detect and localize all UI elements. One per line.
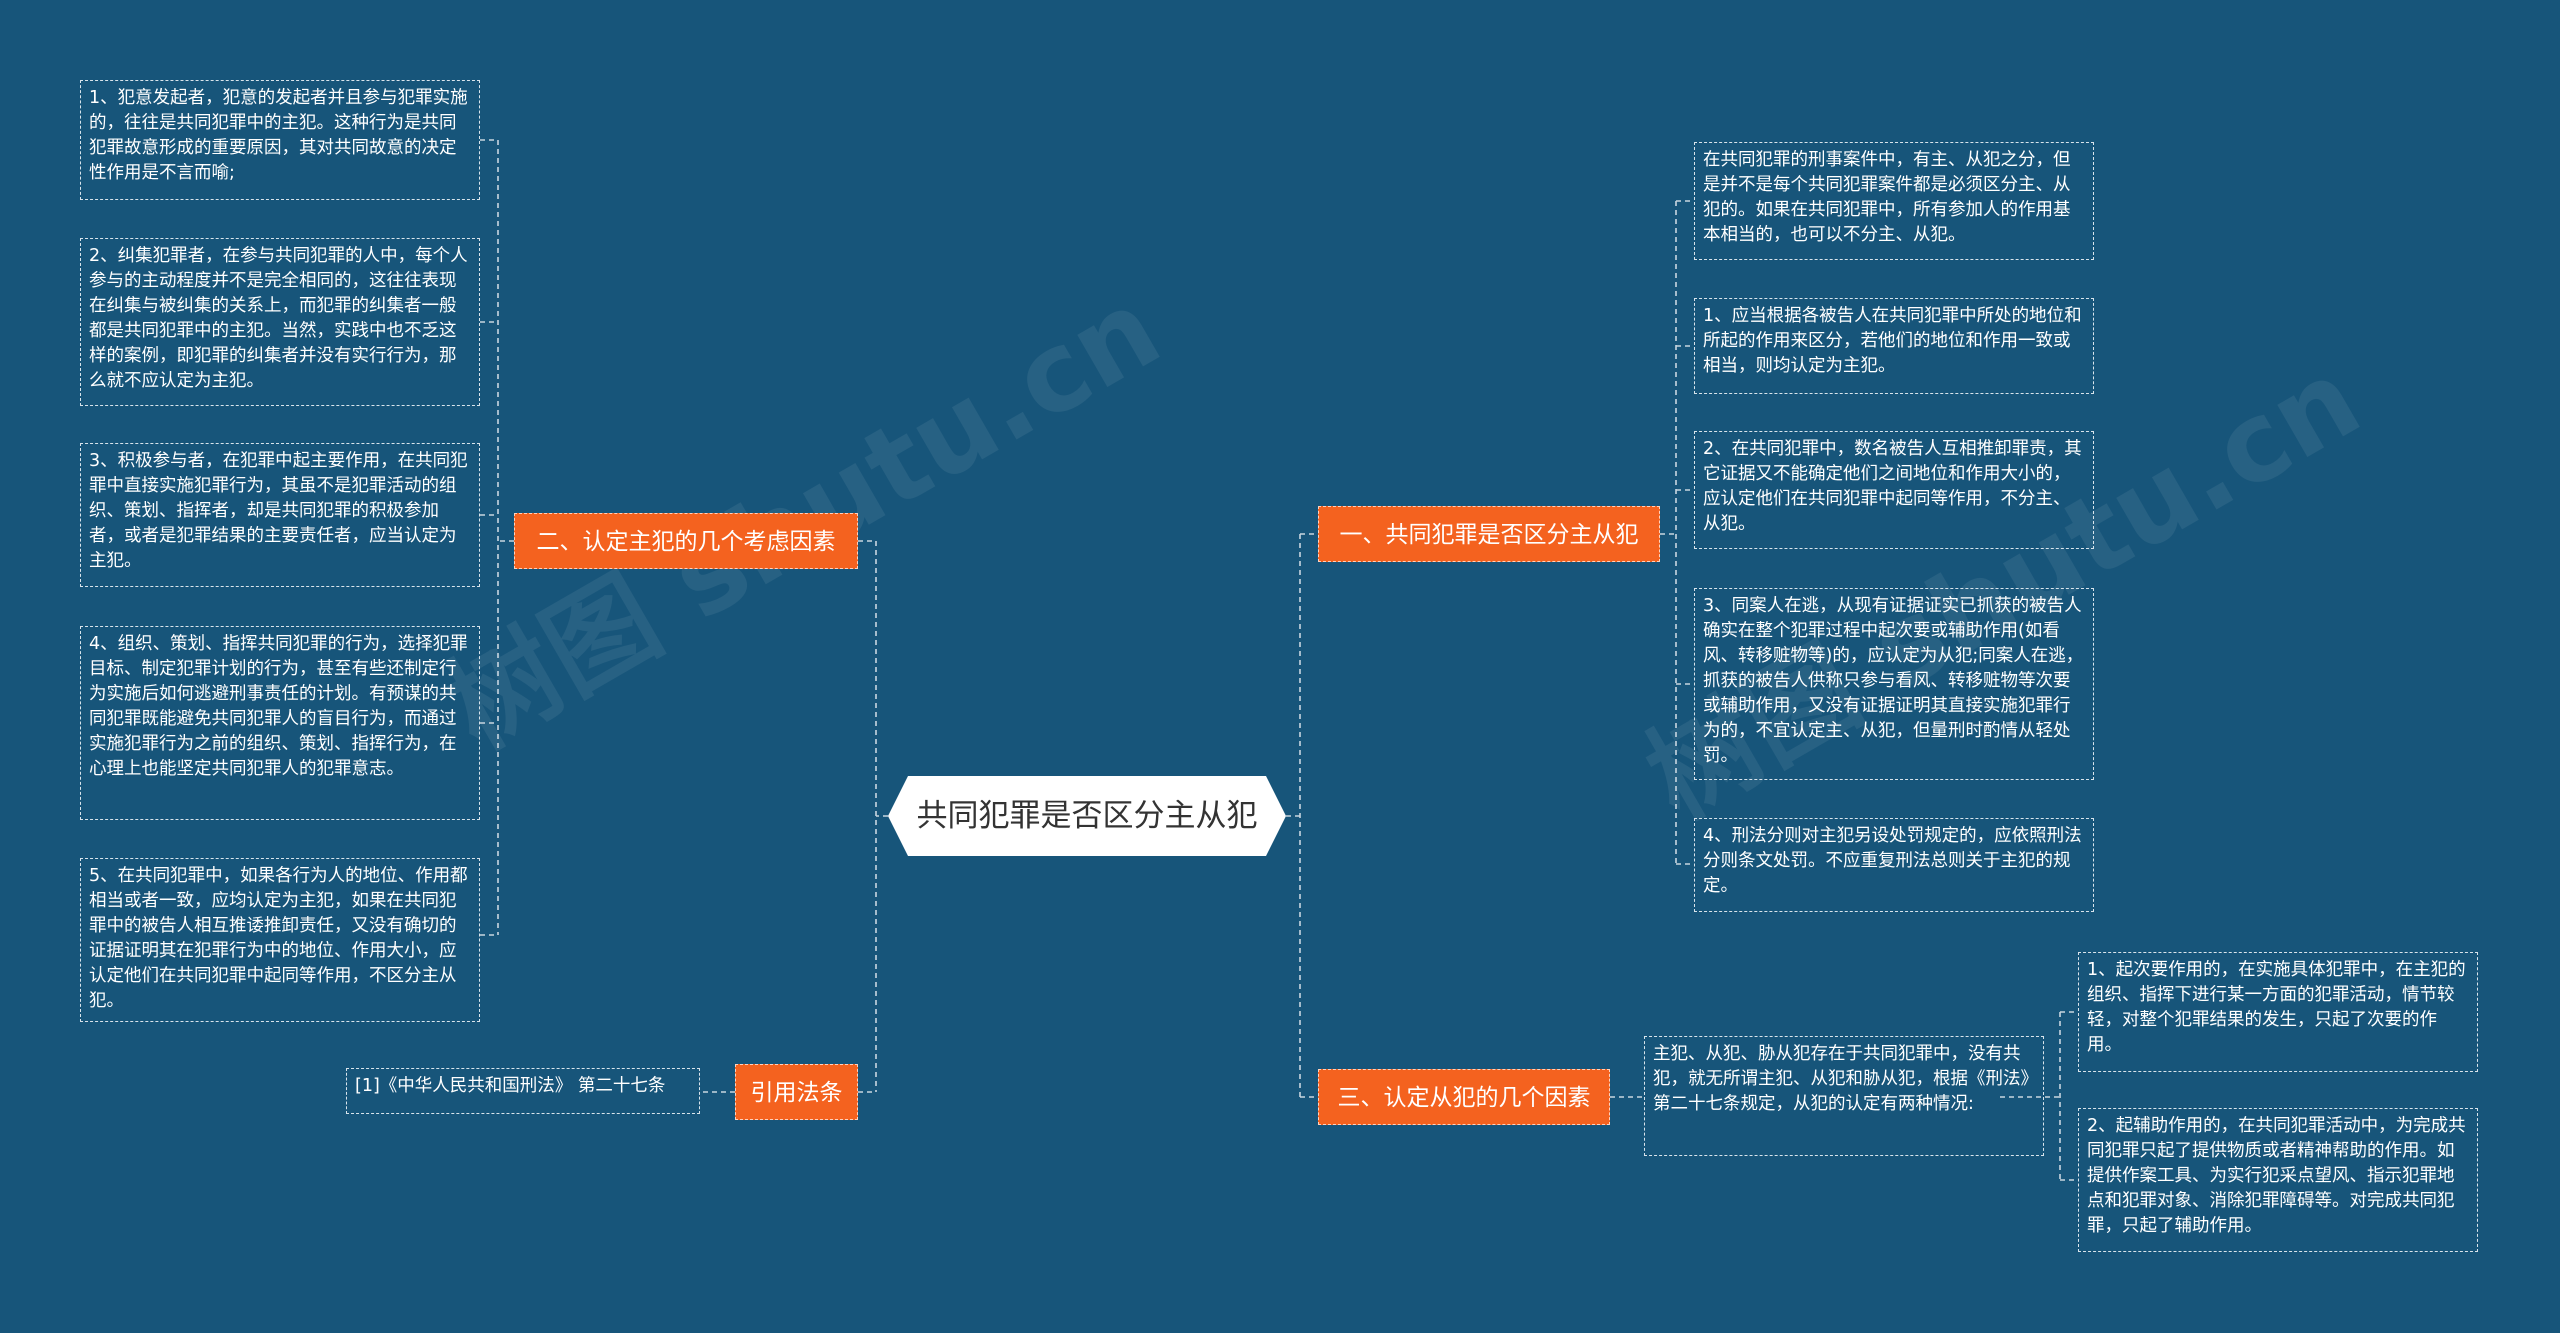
b1-leaf-3: 2、在共同犯罪中，数名被告人互相推卸罪责，其它证据又不能确定他们之间地位和作用大… bbox=[1694, 431, 2094, 549]
b3-leaf-1: 1、起次要作用的，在实施具体犯罪中，在主犯的组织、指挥下进行某一方面的犯罪活动，… bbox=[2078, 952, 2478, 1072]
branch-2[interactable]: 二、认定主犯的几个考虑因素 bbox=[514, 513, 858, 569]
b2-leaf-5: 5、在共同犯罪中，如果各行为人的地位、作用都相当或者一致，应均认定为主犯，如果在… bbox=[80, 858, 480, 1022]
b2-leaf-3: 3、积极参与者，在犯罪中起主要作用，在共同犯罪中直接实施犯罪行为，其虽不是犯罪活… bbox=[80, 443, 480, 587]
b1-leaf-5: 4、刑法分则对主犯另设处罚规定的，应依照刑法分则条文处罚。不应重复刑法总则关于主… bbox=[1694, 818, 2094, 912]
root-node[interactable]: 共同犯罪是否区分主从犯 bbox=[888, 776, 1286, 856]
b1-leaf-4: 3、同案人在逃，从现有证据证实已抓获的被告人确实在整个犯罪过程中起次要或辅助作用… bbox=[1694, 588, 2094, 780]
b3-intro: 主犯、从犯、胁从犯存在于共同犯罪中，没有共犯，就无所谓主犯、从犯和胁从犯，根据《… bbox=[1644, 1036, 2044, 1156]
b4-leaf-1: [1]《中华人民共和国刑法》 第二十七条 bbox=[346, 1068, 700, 1114]
b2-leaf-2: 2、纠集犯罪者，在参与共同犯罪的人中，每个人参与的主动程度并不是完全相同的，这往… bbox=[80, 238, 480, 406]
branch-1[interactable]: 一、共同犯罪是否区分主从犯 bbox=[1318, 506, 1660, 562]
b1-leaf-2: 1、应当根据各被告人在共同犯罪中所处的地位和所起的作用来区分，若他们的地位和作用… bbox=[1694, 298, 2094, 394]
branch-4[interactable]: 引用法条 bbox=[735, 1064, 858, 1120]
b3-leaf-2: 2、起辅助作用的，在共同犯罪活动中，为完成共同犯罪只起了提供物质或者精神帮助的作… bbox=[2078, 1108, 2478, 1252]
b2-leaf-1: 1、犯意发起者，犯意的发起者并且参与犯罪实施的，往往是共同犯罪中的主犯。这种行为… bbox=[80, 80, 480, 200]
b2-leaf-4: 4、组织、策划、指挥共同犯罪的行为，选择犯罪目标、制定犯罪计划的行为，甚至有些还… bbox=[80, 626, 480, 820]
b1-leaf-1: 在共同犯罪的刑事案件中，有主、从犯之分，但是并不是每个共同犯罪案件都是必须区分主… bbox=[1694, 142, 2094, 260]
branch-3[interactable]: 三、认定从犯的几个因素 bbox=[1318, 1069, 1610, 1125]
